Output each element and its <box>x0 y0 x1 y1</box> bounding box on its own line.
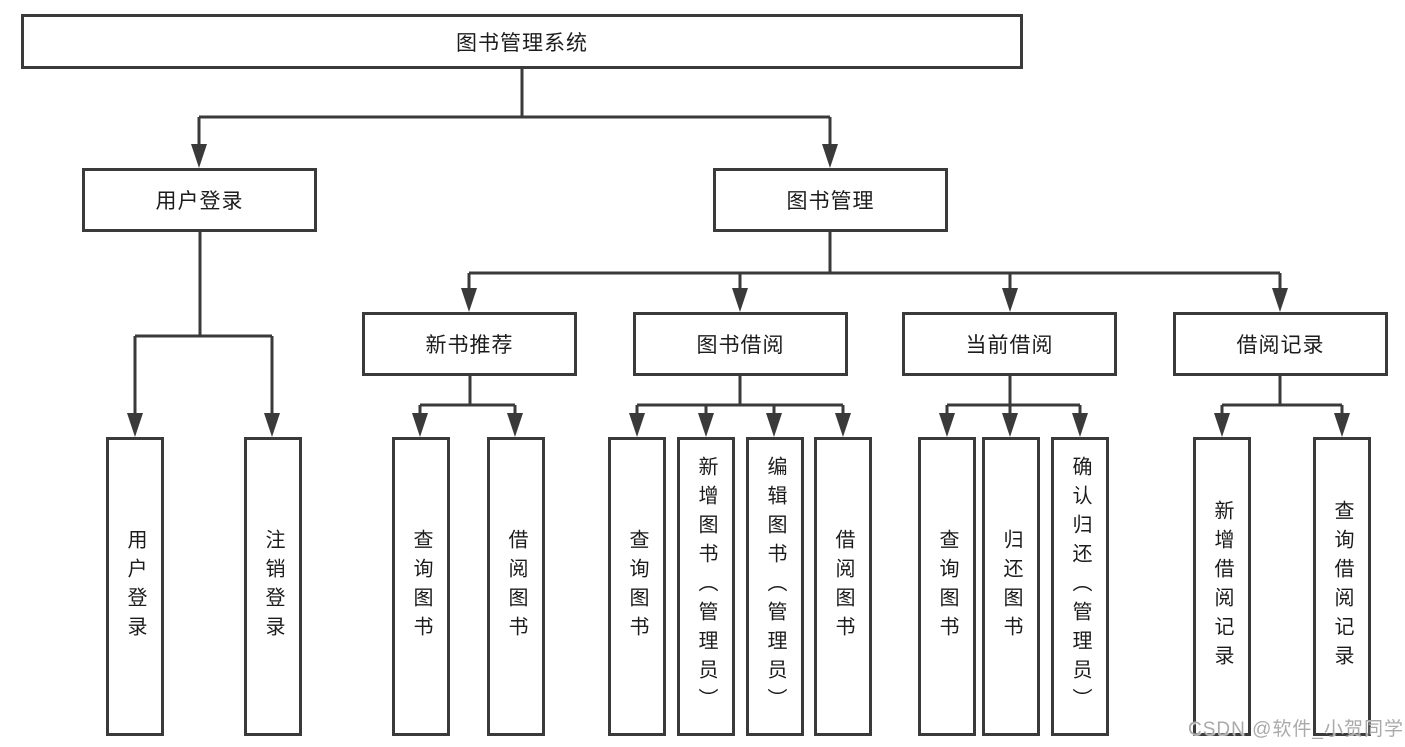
node-label: 图书管理 <box>786 190 875 213</box>
node-label: 借阅图书 <box>832 528 854 645</box>
node-label: 查询图书 <box>936 528 958 645</box>
leaf-return-books: 归还图书 <box>982 437 1040 736</box>
node-borrowing-records: 借阅记录 <box>1173 312 1388 376</box>
leaf-query-books-borrow: 查询图书 <box>608 437 666 736</box>
node-label: 查询图书 <box>410 528 432 645</box>
node-label: 归还图书 <box>1000 528 1022 645</box>
leaf-query-books-current: 查询图书 <box>918 437 976 736</box>
node-label: 新增图书（管理员） <box>695 456 717 717</box>
node-label: 图书管理系统 <box>456 31 588 55</box>
leaf-user-login: 用户登录 <box>106 437 164 736</box>
node-label: 新增借阅记录 <box>1211 499 1233 674</box>
leaf-query-books-recommend: 查询图书 <box>392 437 450 736</box>
leaf-borrow-books-recommend: 借阅图书 <box>487 437 545 736</box>
node-library-management-system: 图书管理系统 <box>21 14 1023 69</box>
node-label: 编辑图书（管理员） <box>764 456 786 717</box>
node-book-management: 图书管理 <box>713 168 948 232</box>
leaf-logout: 注销登录 <box>244 437 302 736</box>
arrowheads <box>127 144 1350 437</box>
node-label: 图书借阅 <box>696 334 785 357</box>
node-label: 借阅记录 <box>1236 334 1325 357</box>
leaf-borrow-books: 借阅图书 <box>814 437 872 736</box>
node-label: 新书推荐 <box>425 334 514 357</box>
leaf-query-borrow-record: 查询借阅记录 <box>1313 437 1371 736</box>
node-label: 查询借阅记录 <box>1331 499 1353 674</box>
leaf-confirm-return-admin: 确认归还（管理员） <box>1051 437 1109 736</box>
leaf-edit-books-admin: 编辑图书（管理员） <box>746 437 804 736</box>
node-label: 借阅图书 <box>505 528 527 645</box>
node-label: 查询图书 <box>626 528 648 645</box>
node-label: 确认归还（管理员） <box>1069 456 1091 717</box>
node-current-borrowing: 当前借阅 <box>902 312 1117 376</box>
leaf-add-borrow-record: 新增借阅记录 <box>1193 437 1251 736</box>
node-book-borrowing: 图书借阅 <box>633 312 848 376</box>
leaf-add-books-admin: 新增图书（管理员） <box>677 437 735 736</box>
node-label: 当前借阅 <box>965 334 1054 357</box>
node-label: 注销登录 <box>262 528 284 645</box>
node-new-book-recommendation: 新书推荐 <box>362 312 577 376</box>
node-label: 用户登录 <box>155 190 244 213</box>
csdn-watermark: CSDN @软件_小贺同学 <box>1188 719 1404 740</box>
node-label: 用户登录 <box>124 528 146 645</box>
node-user-login: 用户登录 <box>82 168 317 232</box>
